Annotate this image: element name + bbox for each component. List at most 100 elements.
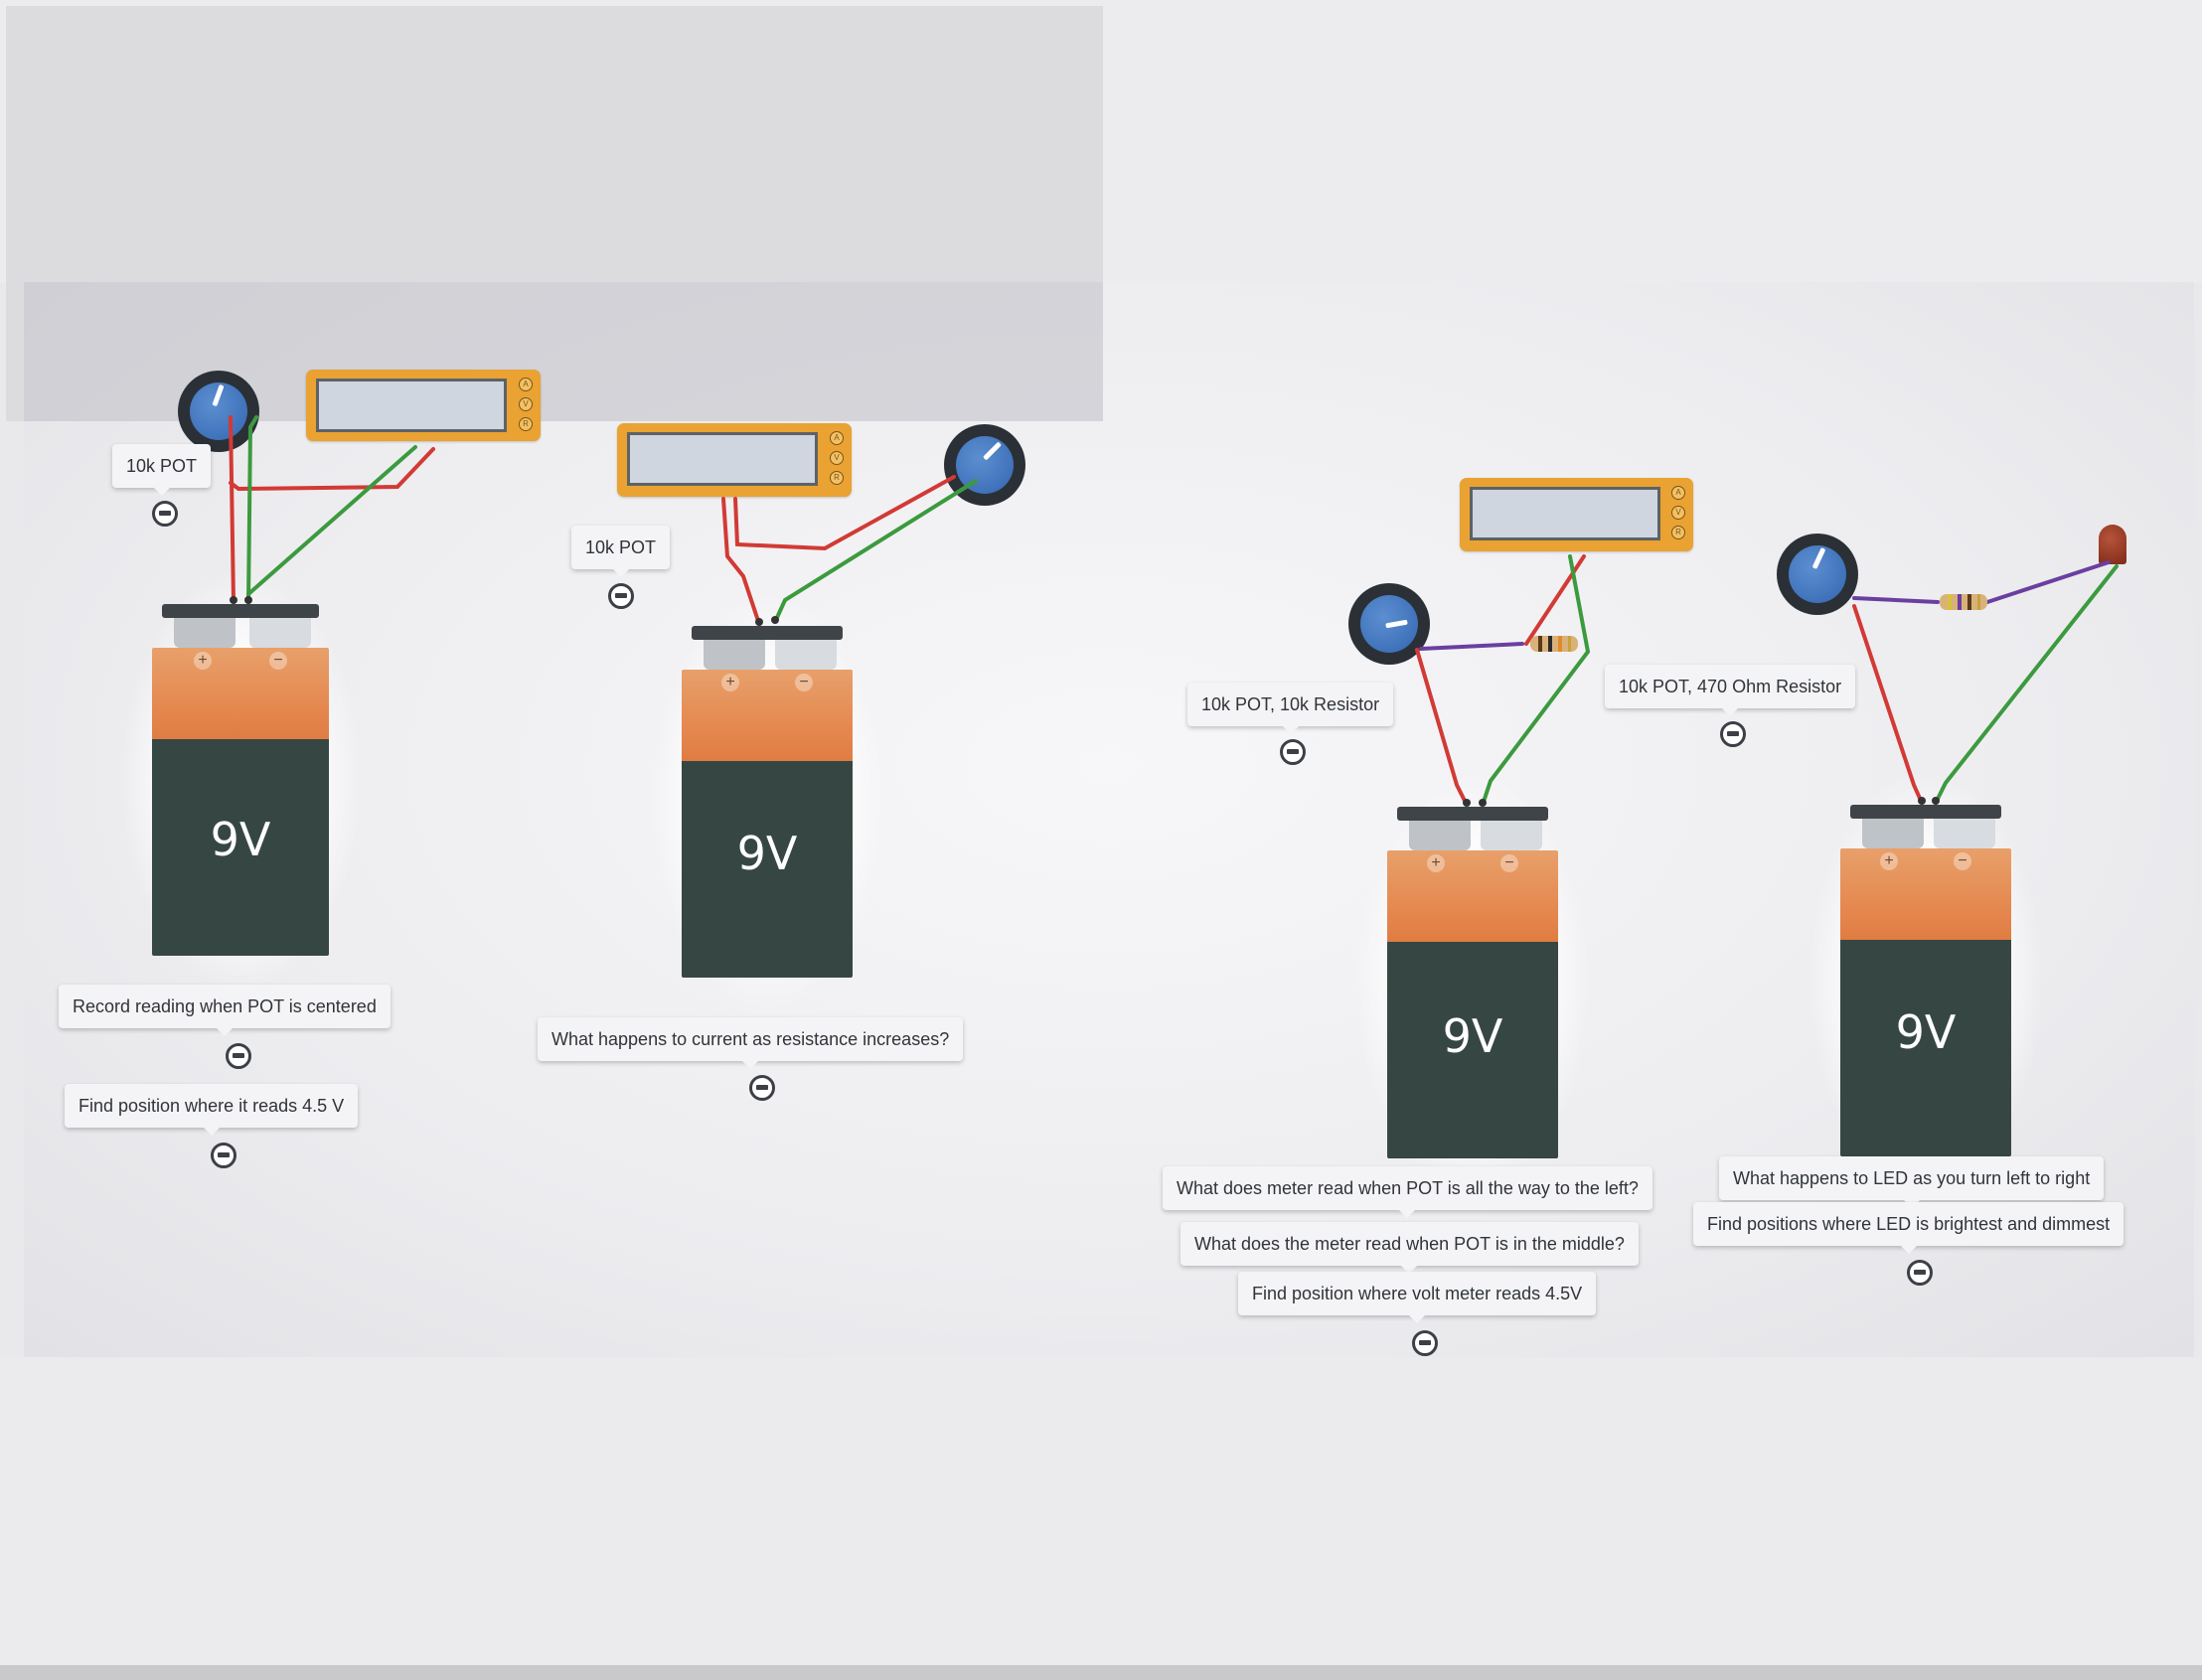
battery-9v-icon[interactable]: + − 9V	[652, 596, 882, 1007]
wire-positive	[733, 475, 956, 551]
minus-circle-icon[interactable]	[152, 501, 178, 527]
minus-circle-icon[interactable]	[1720, 721, 1746, 747]
wire-positive	[1852, 604, 1924, 805]
wire-connector	[755, 618, 763, 626]
meter-button-ohms[interactable]: R	[519, 417, 533, 431]
minus-sign: −	[1500, 854, 1518, 872]
multimeter-icon[interactable]: A V R	[306, 370, 541, 441]
meter-display	[316, 379, 507, 432]
battery-bottom-section: 9V	[1840, 940, 2011, 1156]
meter-button-ohms[interactable]: R	[1671, 526, 1685, 539]
potentiometer-icon[interactable]	[1777, 534, 1858, 615]
minus-circle-icon[interactable]	[1907, 1260, 1933, 1286]
part-label-callout[interactable]: 10k POT, 10k Resistor	[1187, 683, 1394, 734]
battery-terminal-negative[interactable]	[1934, 819, 1995, 848]
minus-circle-icon[interactable]	[608, 583, 634, 609]
wire-connector	[771, 616, 779, 624]
battery-terminal-negative[interactable]	[249, 618, 311, 648]
minus-circle-icon[interactable]	[1280, 739, 1306, 765]
minus-circle-icon[interactable]	[226, 1043, 251, 1069]
wire-connector	[1932, 797, 1940, 805]
battery-9v-icon[interactable]: + − 9V	[1357, 777, 1588, 1188]
battery-9v-icon[interactable]: + − 9V	[122, 574, 359, 986]
meter-button-volts[interactable]: V	[830, 451, 844, 465]
wire-negative	[1481, 554, 1591, 807]
battery-top-section: + −	[152, 648, 329, 739]
pot-knob[interactable]	[956, 436, 1014, 494]
battery-top-section: + −	[682, 670, 853, 761]
prompt-callout[interactable]: What happens to current as resistance in…	[538, 1017, 964, 1069]
wire-positive	[1415, 648, 1469, 807]
potentiometer-icon[interactable]	[178, 371, 259, 452]
battery-bottom-section: 9V	[1387, 942, 1558, 1158]
battery-terminal-negative[interactable]	[775, 640, 837, 670]
minus-sign: −	[269, 652, 287, 670]
prompt-callout[interactable]: Record reading when POT is centered	[59, 985, 391, 1036]
battery-terminal-positive[interactable]	[1409, 821, 1471, 850]
part-label-callout[interactable]: 10k POT	[571, 526, 671, 577]
battery-snap-cap	[1850, 805, 2001, 819]
paper-background-bottom	[0, 1357, 2202, 1680]
part-label-callout[interactable]: 10k POT, 470 Ohm Resistor	[1605, 665, 1856, 716]
meter-button-amps[interactable]: A	[1671, 486, 1685, 500]
battery-voltage-label: 9V	[1895, 1005, 1957, 1059]
wire-positive	[721, 497, 761, 626]
battery-bottom-section: 9V	[682, 761, 853, 978]
wire-connector	[230, 596, 237, 604]
potentiometer-icon[interactable]	[1348, 583, 1430, 665]
battery-top-section: + −	[1387, 850, 1558, 942]
wire-positive	[1524, 554, 1586, 646]
battery-terminal-positive[interactable]	[704, 640, 765, 670]
battery-terminal-positive[interactable]	[1862, 819, 1924, 848]
meter-button-volts[interactable]: V	[519, 397, 533, 411]
paper-edge	[0, 1665, 2202, 1680]
wire-negative	[773, 479, 978, 624]
plus-sign: +	[1880, 852, 1898, 870]
battery-top-section: + −	[1840, 848, 2011, 940]
meter-button-volts[interactable]: V	[1671, 506, 1685, 520]
meter-button-ohms[interactable]: R	[830, 471, 844, 485]
meter-display	[1470, 487, 1660, 540]
battery-terminal-negative[interactable]	[1481, 821, 1542, 850]
battery-snap-cap	[162, 604, 319, 618]
wire-signal	[1852, 596, 1940, 604]
prompt-callout[interactable]: Find position where it reads 4.5 V	[65, 1084, 359, 1136]
battery-body: + − 9V	[1387, 850, 1558, 1158]
prompt-callout[interactable]: Find position where volt meter reads 4.5…	[1238, 1272, 1597, 1323]
battery-snap-cap	[1397, 807, 1548, 821]
battery-voltage-label: 9V	[210, 813, 271, 866]
wire-connector	[1479, 799, 1487, 807]
wire-negative	[1934, 564, 2119, 805]
battery-body: + − 9V	[152, 648, 329, 956]
plus-sign: +	[194, 652, 212, 670]
multimeter-icon[interactable]: A V R	[617, 423, 852, 497]
part-label-callout[interactable]: 10k POT	[112, 444, 212, 496]
minus-circle-icon[interactable]	[1412, 1330, 1438, 1356]
resistor-icon	[1530, 636, 1578, 652]
battery-9v-icon[interactable]: + − 9V	[1810, 775, 2041, 1186]
prompt-callout[interactable]: What does meter read when POT is all the…	[1163, 1166, 1652, 1218]
wire-negative	[246, 415, 258, 604]
minus-circle-icon[interactable]	[211, 1143, 236, 1168]
wire-connector	[244, 596, 252, 604]
wire-positive	[229, 415, 236, 604]
prompt-callout[interactable]: Find positions where LED is brightest an…	[1693, 1202, 2124, 1254]
led-icon[interactable]	[2099, 525, 2126, 564]
battery-snap-cap	[692, 626, 843, 640]
battery-bottom-section: 9V	[152, 739, 329, 956]
battery-terminal-positive[interactable]	[174, 618, 236, 648]
wire-connector	[1463, 799, 1471, 807]
wire-positive	[229, 447, 435, 492]
battery-body: + − 9V	[682, 670, 853, 978]
prompt-callout[interactable]: What does the meter read when POT is in …	[1180, 1222, 1639, 1274]
minus-sign: −	[1954, 852, 1971, 870]
resistor-icon	[1940, 594, 1987, 610]
multimeter-icon[interactable]: A V R	[1460, 478, 1693, 551]
wire-signal	[1985, 560, 2111, 604]
minus-circle-icon[interactable]	[749, 1075, 775, 1101]
meter-button-amps[interactable]: A	[519, 378, 533, 391]
plus-sign: +	[1427, 854, 1445, 872]
wire-connector	[1918, 797, 1926, 805]
meter-button-amps[interactable]: A	[830, 431, 844, 445]
